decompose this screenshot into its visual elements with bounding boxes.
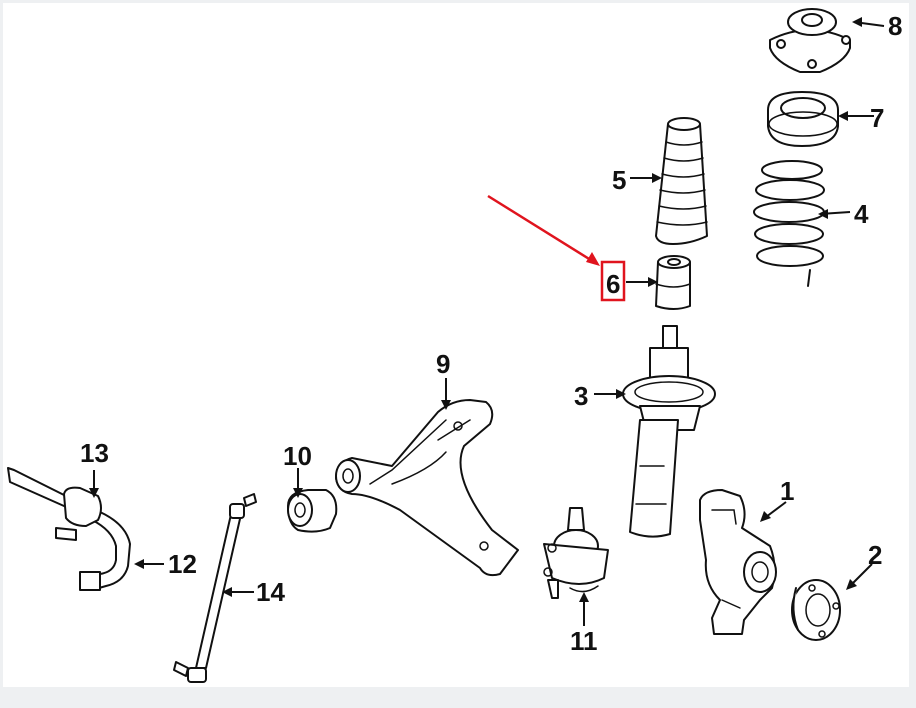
- red-arrowhead: [586, 252, 600, 266]
- callout-13[interactable]: 13: [80, 438, 109, 468]
- callout-numbers: 8 7 4 5 6 3 9 10 11 1 2 12 13 14: [80, 11, 902, 656]
- steering-knuckle: [699, 489, 777, 635]
- callout-arrowheads: [89, 17, 862, 602]
- bump-stop: [655, 255, 691, 310]
- dust-boot: [655, 117, 708, 245]
- red-arrow-line: [487, 194, 595, 264]
- wheel-hub: [791, 579, 841, 641]
- stabilizer-bushing: [55, 486, 102, 541]
- callout-7[interactable]: 7: [870, 103, 884, 133]
- callout-2[interactable]: 2: [868, 540, 882, 570]
- callout-9[interactable]: 9: [436, 349, 450, 379]
- highlight-callout-6: [487, 194, 626, 302]
- highlight-box: [600, 260, 626, 302]
- callout-5[interactable]: 5: [612, 165, 626, 195]
- coil-spring: [753, 160, 825, 287]
- callout-11[interactable]: 11: [570, 626, 598, 656]
- strut: [622, 325, 716, 538]
- control-arm-bushing: [287, 489, 338, 533]
- callout-3[interactable]: 3: [574, 381, 588, 411]
- callout-14[interactable]: 14: [256, 577, 285, 607]
- callout-1[interactable]: 1: [780, 476, 794, 506]
- callout-10[interactable]: 10: [283, 441, 312, 471]
- callout-12[interactable]: 12: [168, 549, 197, 579]
- spring-seat: [767, 91, 839, 147]
- strut-mount: [769, 8, 851, 73]
- ball-joint: [543, 507, 609, 599]
- stabilizer-link: [173, 493, 257, 683]
- callout-6[interactable]: 6: [606, 269, 620, 299]
- callout-8[interactable]: 8: [888, 11, 902, 41]
- stabilizer-bar: [7, 467, 131, 591]
- callout-4[interactable]: 4: [854, 199, 869, 229]
- lower-control-arm: [335, 399, 519, 577]
